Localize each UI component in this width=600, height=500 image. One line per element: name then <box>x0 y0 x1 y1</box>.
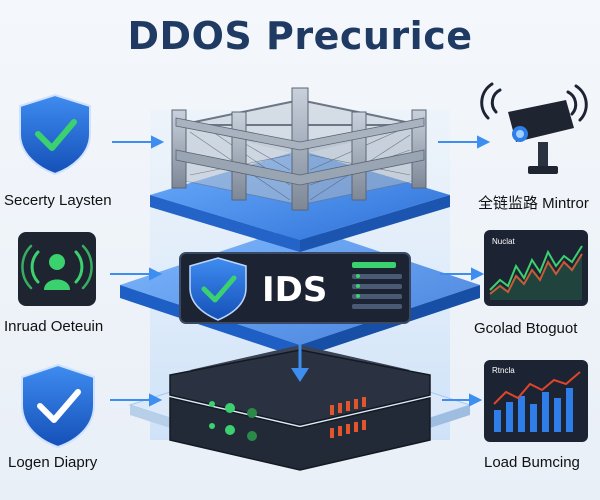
down-arrow-icon <box>291 345 309 382</box>
ids-label: IDS <box>262 270 328 310</box>
left-label-intrusion: Inruad Oeteuin <box>4 318 104 335</box>
ids-shield-icon <box>189 257 247 321</box>
left-shield-icon-bottom <box>21 363 95 449</box>
chart-tile-label-top: Nuclat <box>492 237 515 246</box>
left-label-logging: Logen Diapry <box>8 454 98 471</box>
left-shield-icon-top <box>19 93 91 176</box>
left-arrows <box>110 135 165 407</box>
diagram-title: DDOS Precurice <box>127 14 473 58</box>
ids-panel <box>179 252 411 324</box>
ids-status-bars <box>352 262 402 309</box>
camera-monitor-icon <box>480 82 588 174</box>
fence-firewall-icon <box>171 87 427 211</box>
right-label-global: Gcolad Btoguot <box>474 320 578 337</box>
right-label-monitor: 全链监路 Mintror <box>478 195 589 212</box>
server-indicator-lights <box>209 401 257 441</box>
left-label-security: Secerty Laysten <box>4 192 112 209</box>
right-arrows <box>438 135 491 407</box>
right-chart-tile-top: Nuclat <box>484 230 588 306</box>
chart-tile-label-bottom: Rtncla <box>492 366 515 375</box>
left-intrusion-tile-icon <box>18 232 96 306</box>
right-label-load: Load Bumcing <box>484 454 580 471</box>
right-chart-tile-bottom: Rtncla <box>484 360 588 442</box>
